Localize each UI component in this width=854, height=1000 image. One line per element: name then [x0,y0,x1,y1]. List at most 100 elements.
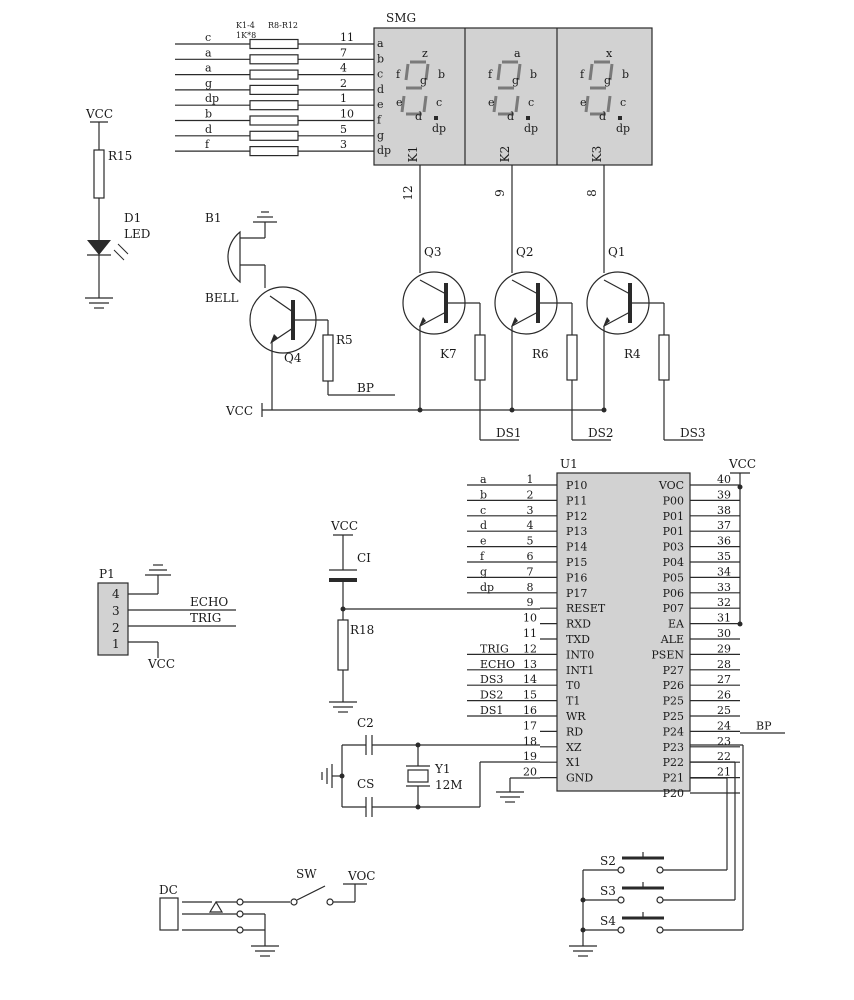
smg-pin-number: 3 [340,138,347,151]
segment-resistor [249,130,299,141]
u1-label: U1 [560,457,578,471]
mcu-pin-name: P01 [663,525,684,538]
y1-label: Y1 [434,762,451,776]
segment-net-label: f [205,138,210,151]
mcu-net-label: dp [480,581,494,594]
mcu-pin-name: TXD [566,633,590,646]
mcu-pin-name: RXD [566,618,591,631]
mcu-pin-number: 33 [717,581,731,594]
smg-pin-number: 4 [340,62,347,75]
digit-top-label: a [514,47,521,60]
reset-circuit: VCC CI R18 [329,519,540,713]
mcu-net-label: ECHO [480,658,515,671]
mcu-pin-name: P05 [663,571,684,584]
led-icon [87,240,111,255]
r18-label: R18 [350,623,374,637]
echo-label: ECHO [190,595,228,609]
digit-lr-label: c [528,96,534,109]
digit-mid-label: g [604,74,611,87]
digit-dp-label: dp [432,122,446,135]
mcu-net-label: d [480,519,487,532]
digit-bot-label: d [507,110,514,123]
mcu-pin-number: 29 [717,642,731,655]
mcu-pin-number: 30 [717,627,731,640]
digit-ll-label: e [580,96,587,109]
mcu-pin-number: 25 [717,704,731,717]
digit-dp-label: dp [616,122,630,135]
mcu-pin-number: 24 [717,719,731,732]
mcu-pin-number: 22 [717,750,731,763]
smg-seg-pin-label: g [377,129,384,142]
mcu-pin-name: P11 [566,494,587,507]
mcu-pin-name: X1 [566,756,581,769]
mcu-pin-name: PSEN [651,648,684,661]
digit-common-pin: 9 [493,189,507,197]
bell-label: BELL [205,291,239,305]
buzzer-branch: B1 BELL R5 BP Q4 VCC [205,211,603,418]
mcu-pin-number: 38 [717,504,731,517]
smg-pin-number: 1 [340,92,347,105]
bp-net-label: BP [357,381,374,395]
mcu-pin-number: 7 [527,565,534,578]
mcu-net-label: BP [756,719,772,732]
trig-label: TRIG [190,611,221,625]
mcu-vcc-label: VCC [728,457,756,471]
smg-seg-pin-label: f [377,114,382,127]
mcu-pin-number: 3 [527,504,534,517]
mcu-pin-number: 6 [527,550,534,563]
digit-ul-label: f [488,68,493,81]
mcu-pin-number: 11 [523,627,537,640]
transistor-res-label: R4 [624,347,641,361]
d1-label: D1 [124,211,141,225]
mcu-net-label: a [480,473,487,486]
mcu-pin-name: T0 [566,679,580,692]
smg-pin-number: 7 [340,46,347,59]
res-bank-label-c: R8-R12 [268,21,298,30]
mcu-pin-name: WR [566,710,586,723]
digit-common-pin: 12 [401,185,415,200]
digit-net-label: DS2 [588,426,613,440]
crystal-icon [407,769,429,783]
mcu-pin-number: 37 [717,519,731,532]
smg-body [373,27,653,166]
segment-resistor [249,146,299,157]
digit-bot-label: d [599,110,606,123]
mcu-net-label: DS2 [480,689,503,702]
digit-dp-label: dp [524,122,538,135]
smg-seg-pin-label: e [377,98,384,111]
digit-lr-label: c [620,96,626,109]
led-vcc-label: VCC [85,107,113,121]
mcu-pin-number: 8 [527,581,534,594]
mcu-pin-name: P00 [663,494,684,507]
digit-ur-label: b [530,68,537,81]
segment-net-label: c [205,31,211,44]
p1-pin-2: 2 [112,621,120,635]
digit-ll-label: e [488,96,495,109]
mcu-pin-name: P01 [663,510,684,523]
mcu-pin-number: 2 [527,488,534,501]
switch-label: S2 [600,854,616,868]
mcu-pin-name: GND [566,772,593,785]
r15-label: R15 [108,149,132,163]
switch-label: S3 [600,884,616,898]
led-branch: VCC R15 D1 LED [85,107,150,309]
mcu-pin-name: XZ [566,741,582,754]
smg-seg-pin-label: c [377,68,383,81]
mcu-pin-name: P20 [663,787,684,800]
mcu-net-label: DS3 [480,673,503,686]
mcu-pin-name: INT0 [566,648,594,661]
q4-label: Q4 [284,351,302,365]
segment-net-label: a [205,62,212,75]
mcu-body [556,472,691,792]
segment-resistor [249,54,299,65]
mcu-pin-number: 12 [523,642,537,655]
mcu-pin-name: P22 [663,756,684,769]
segment-net-label: d [205,123,212,136]
transistor-label: Q1 [608,245,625,259]
